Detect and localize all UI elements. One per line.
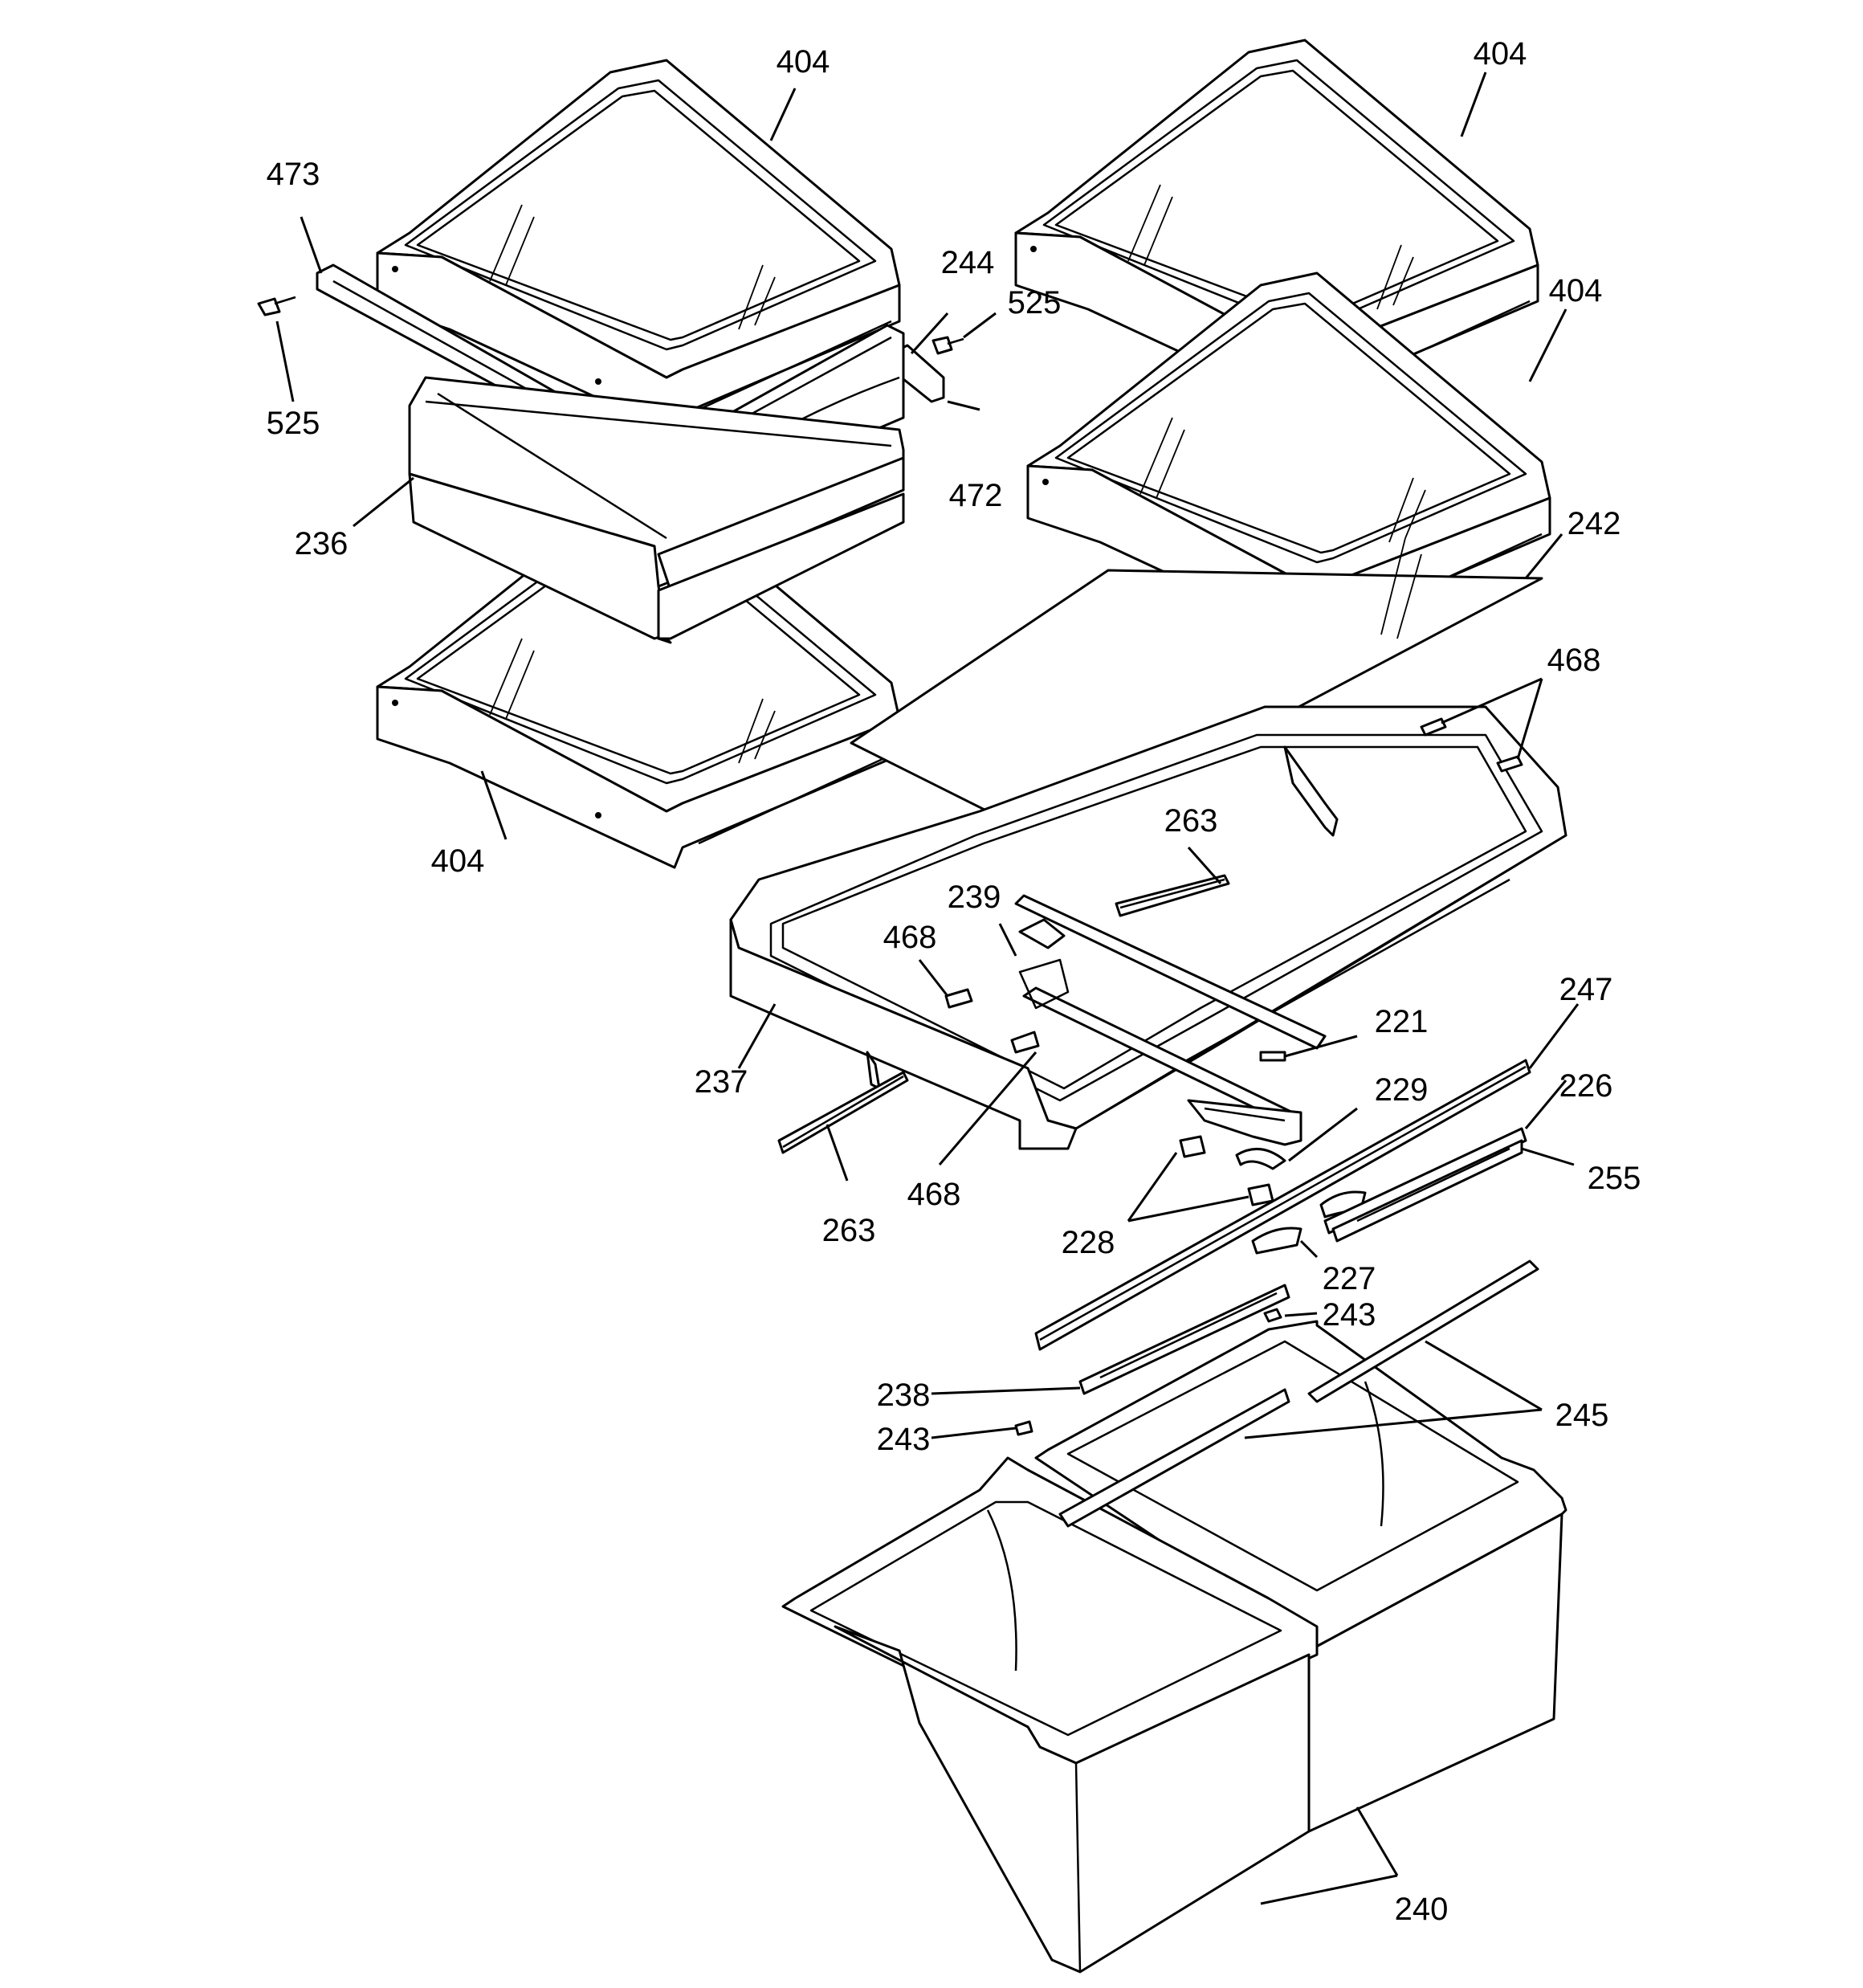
callout-238: 238 — [877, 1378, 931, 1413]
callout-404-shelf-middle-right: 404 — [1549, 273, 1603, 308]
screw-left — [257, 296, 296, 316]
callout-263-lower: 263 — [822, 1213, 876, 1248]
callout-468-low: 468 — [907, 1177, 961, 1212]
callout-263-upper: 263 — [1164, 803, 1218, 839]
callout-404-shelf-top-right: 404 — [1474, 36, 1527, 71]
callout-229: 229 — [1375, 1072, 1429, 1108]
slide-226 — [1323, 1127, 1527, 1235]
callout-228: 228 — [1062, 1225, 1115, 1260]
callout-404-shelf-lower-left: 404 — [431, 843, 485, 879]
callout-221: 221 — [1375, 1004, 1429, 1039]
callout-237: 237 — [695, 1064, 748, 1100]
slide-assembly-right — [1187, 1099, 1302, 1146]
stop-468-top — [1420, 717, 1523, 773]
crisper-frame — [729, 705, 1567, 1150]
stop-468-low — [1010, 1031, 1040, 1054]
callout-227: 227 — [1323, 1261, 1376, 1296]
callout-236: 236 — [295, 526, 349, 561]
callout-labels: 404 404 404 404 473 525 525 244 472 236 … — [267, 36, 1641, 1927]
callout-242: 242 — [1567, 506, 1621, 541]
callout-240: 240 — [1395, 1892, 1449, 1927]
callout-473: 473 — [267, 157, 320, 192]
latch-229 — [1235, 1147, 1286, 1170]
clip-228-lower — [1247, 1183, 1274, 1206]
pad-243-left — [1014, 1420, 1033, 1436]
callout-243-right: 243 — [1323, 1297, 1376, 1333]
slide-rail-263-lower — [777, 1071, 909, 1154]
track-238 — [1078, 1284, 1290, 1395]
callout-226: 226 — [1559, 1068, 1613, 1104]
callout-525-left: 525 — [267, 406, 320, 441]
crisper-drawer-right — [1034, 1320, 1567, 1833]
slide-bar-221 — [1259, 1051, 1286, 1062]
callout-247: 247 — [1559, 972, 1613, 1007]
callout-244: 244 — [941, 245, 995, 280]
callout-525-right: 525 — [1008, 285, 1062, 320]
track-255 — [1331, 1139, 1523, 1243]
divider-245-upper — [1307, 1259, 1539, 1403]
leader-lines — [275, 71, 1580, 1905]
callout-404-shelf-top-left: 404 — [777, 44, 830, 80]
stop-468-mid — [944, 988, 973, 1009]
slide-247 — [1034, 1059, 1531, 1351]
callout-472: 472 — [949, 478, 1003, 513]
crisper-drawer-left — [781, 1456, 1319, 1974]
callout-255: 255 — [1588, 1161, 1641, 1196]
screw-right — [932, 336, 964, 355]
callout-239: 239 — [948, 880, 1001, 915]
callout-468-top: 468 — [1547, 643, 1601, 678]
callout-245: 245 — [1555, 1398, 1609, 1433]
upper-pan — [408, 376, 905, 644]
slide-rail-263-upper — [1115, 874, 1230, 917]
clip-228-upper — [1179, 1135, 1206, 1158]
pad-243-right — [1263, 1308, 1282, 1323]
callout-243-left: 243 — [877, 1422, 931, 1457]
callout-468-mid: 468 — [883, 920, 937, 955]
divider-245-lower — [1058, 1388, 1290, 1528]
